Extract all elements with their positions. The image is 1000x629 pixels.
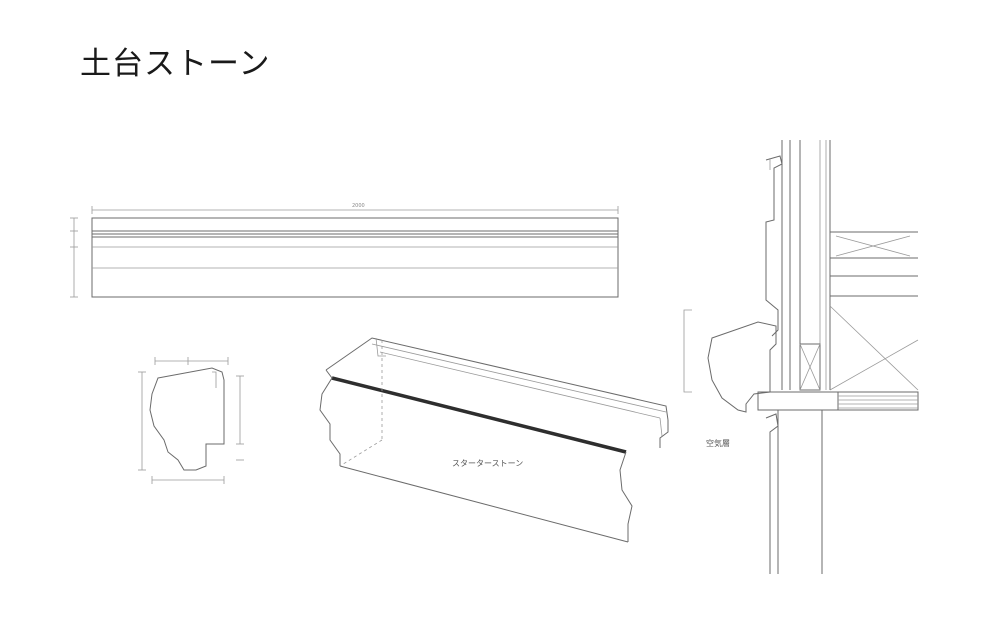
wall-section: 空気層 bbox=[683, 140, 919, 574]
section-note-label: 空気層 bbox=[706, 438, 730, 448]
front-elevation: 2000 bbox=[70, 203, 619, 298]
page-title: 土台ストーン bbox=[80, 46, 271, 82]
isometric-stone: スターターストーン bbox=[319, 337, 669, 543]
svg-text:2000: 2000 bbox=[352, 203, 365, 209]
section-profile bbox=[138, 357, 244, 484]
stone-name-label: スターターストーン bbox=[452, 459, 523, 468]
